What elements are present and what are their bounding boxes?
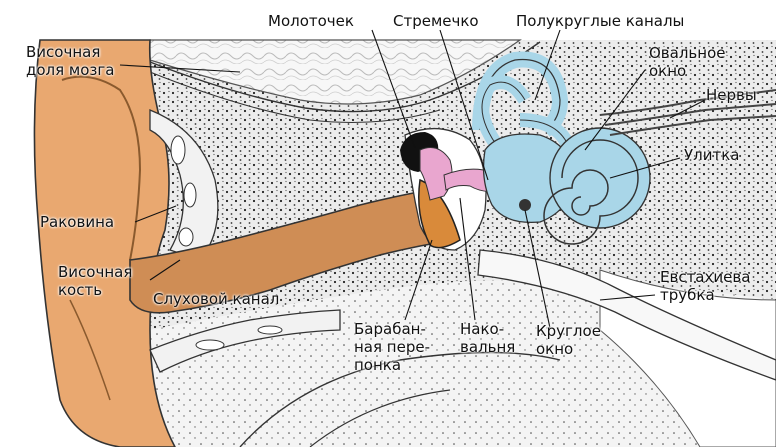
stirrup-label: Стремечко bbox=[393, 12, 479, 30]
eardrum-label: Барабан- ная пере- понка bbox=[354, 320, 430, 374]
ear-canal-label: Слуховой канал bbox=[153, 290, 279, 308]
cochlea-label: Улитка bbox=[684, 146, 739, 164]
semicircular-canals-label: Полукруглые каналы bbox=[516, 12, 684, 30]
nerves-label: Нервы bbox=[706, 86, 757, 104]
auricle-label: Раковина bbox=[40, 213, 114, 231]
anvil-label: Нако- вальня bbox=[460, 320, 515, 356]
hammer-label: Молоточек bbox=[268, 12, 354, 30]
temporal-bone-label: Височная кость bbox=[58, 263, 132, 299]
temporal-lobe-label: Височная доля мозга bbox=[26, 43, 114, 79]
round-window-label: Круглое окно bbox=[536, 322, 601, 358]
auricle-shape bbox=[34, 40, 175, 447]
oval-window-label: Овальное окно bbox=[649, 44, 725, 80]
eustachian-tube-label: Евстахиева трубка bbox=[660, 268, 750, 304]
